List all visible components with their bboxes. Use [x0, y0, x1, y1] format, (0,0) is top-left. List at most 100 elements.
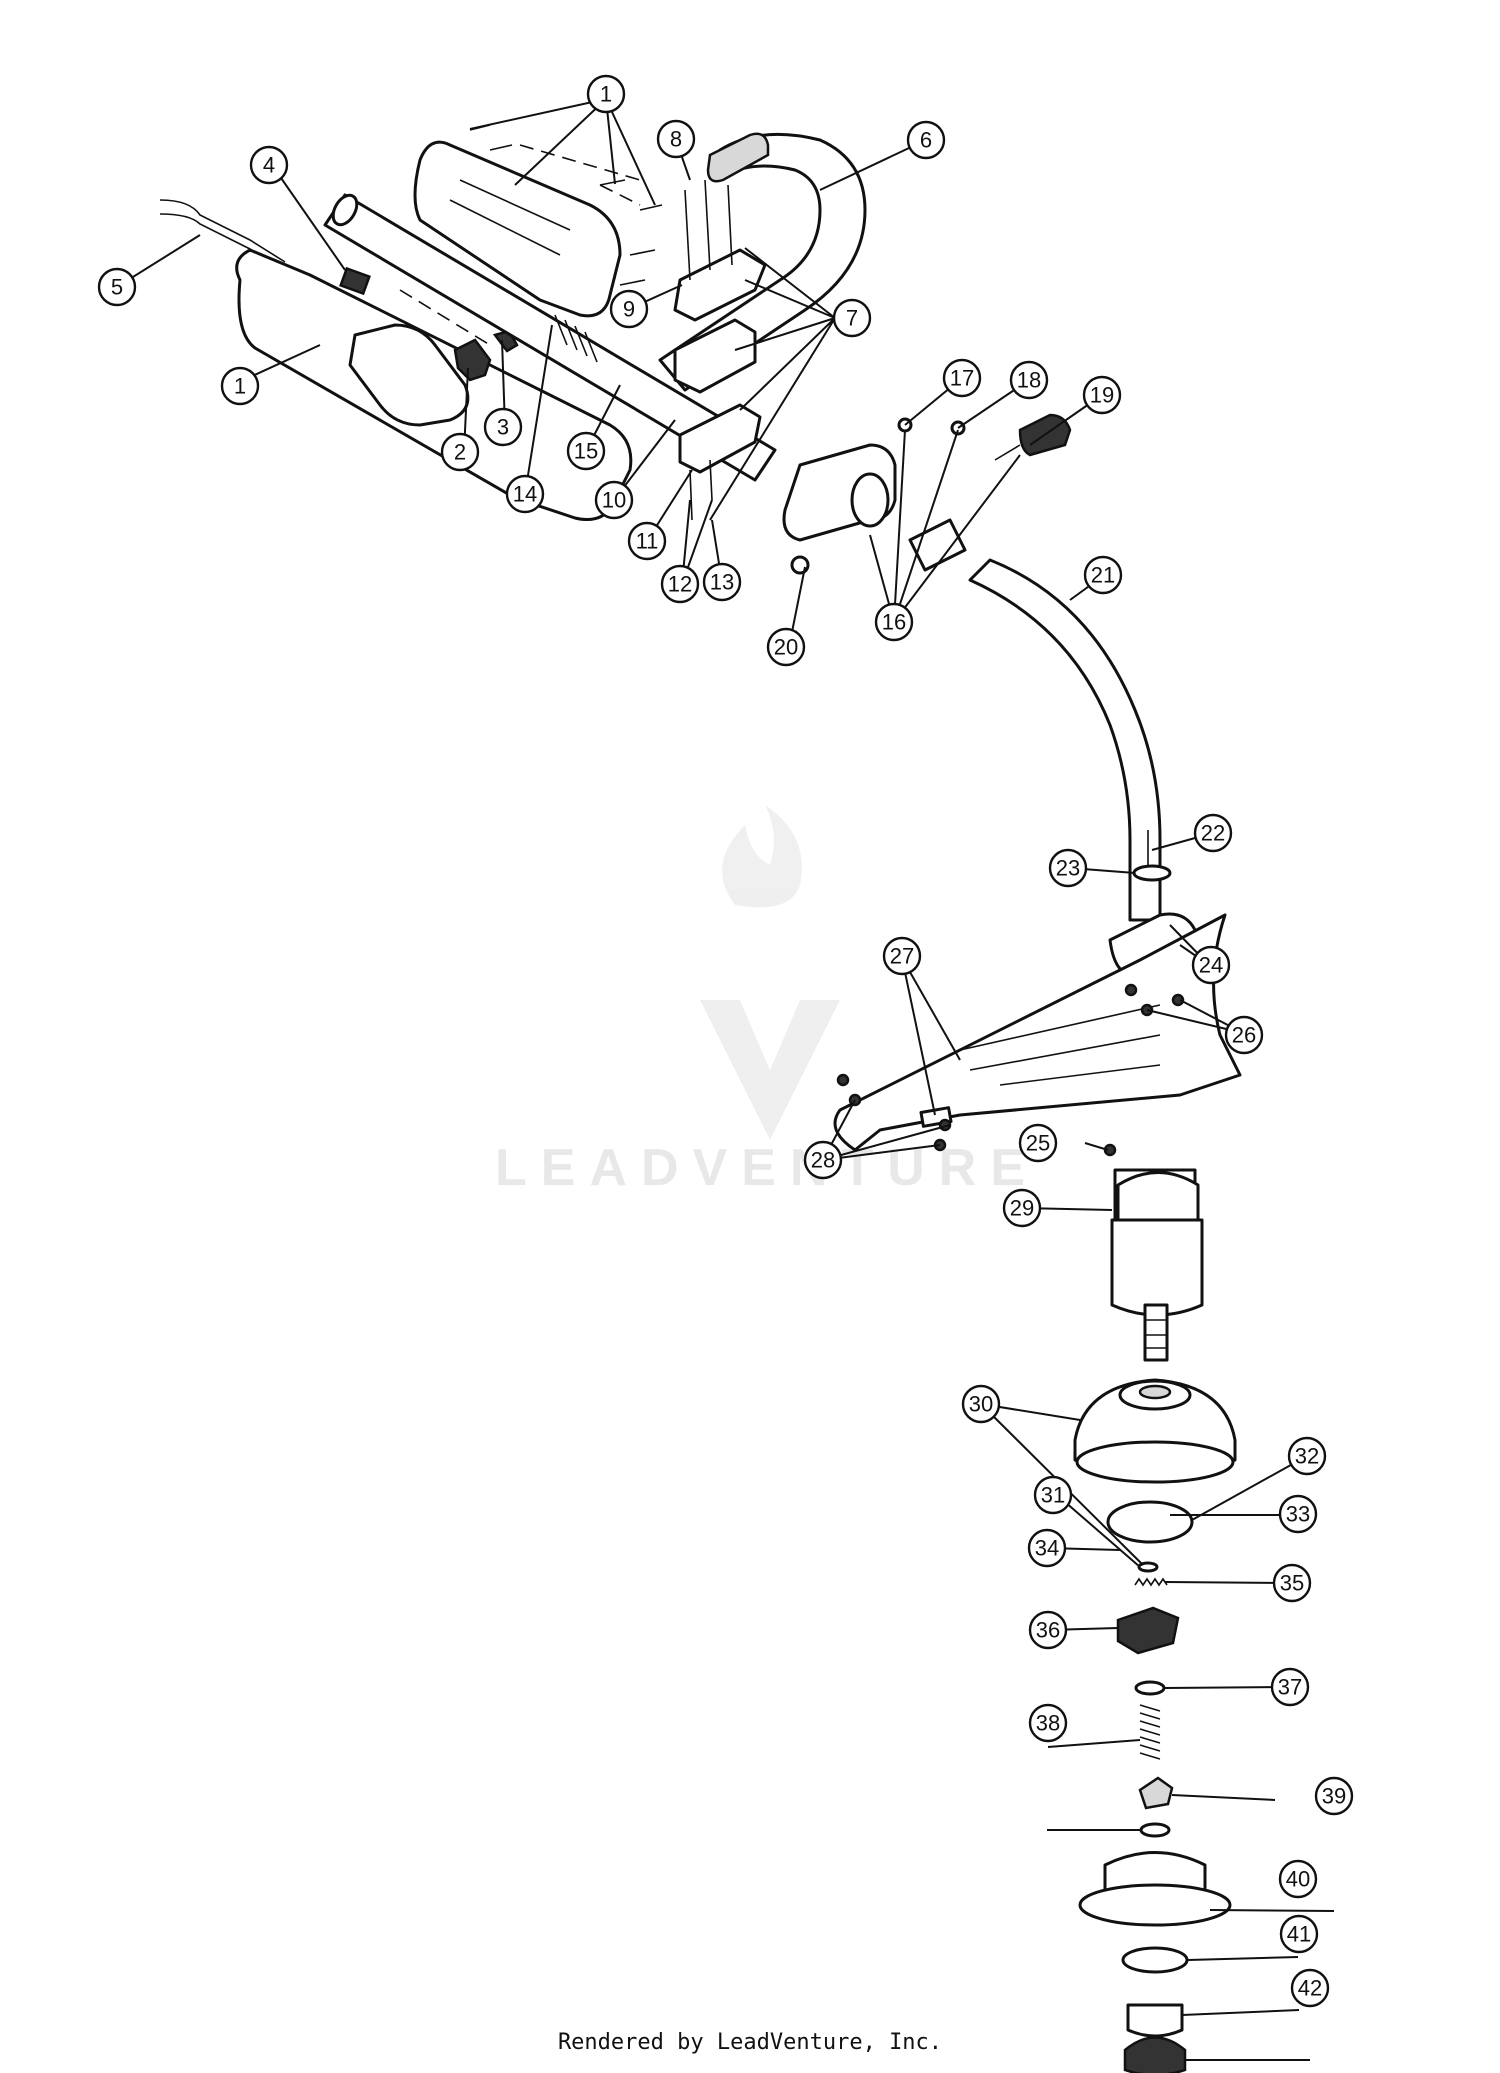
callout-1: 1 — [220, 366, 260, 406]
coupler-nut — [790, 555, 810, 575]
callout-37: 37 — [1270, 1667, 1310, 1707]
callout-9: 9 — [609, 289, 649, 329]
callout-30: 30 — [961, 1384, 1001, 1424]
callout-40: 40 — [1278, 1859, 1318, 1899]
svg-text:39: 39 — [1322, 1784, 1346, 1809]
housing-half-upper — [413, 140, 622, 318]
coupler-insert — [908, 518, 967, 572]
callout-23: 23 — [1048, 848, 1088, 888]
svg-text:17: 17 — [950, 366, 974, 391]
svg-text:15: 15 — [574, 439, 598, 464]
eyelet — [1138, 1776, 1174, 1810]
svg-text:19: 19 — [1090, 383, 1114, 408]
callout-35: 35 — [1272, 1563, 1312, 1603]
trimmer-head — [1073, 1378, 1237, 2073]
handle-clamp-lower — [673, 318, 757, 394]
svg-text:41: 41 — [1287, 1922, 1311, 1947]
callout-4: 4 — [249, 145, 289, 185]
handle-assembly — [658, 132, 867, 521]
svg-text:27: 27 — [890, 944, 914, 969]
watermark: LEADVENTURE — [495, 805, 1039, 1197]
shaft-coupler — [782, 413, 1072, 575]
handle-clamp-upper — [673, 248, 767, 322]
svg-text:25: 25 — [1026, 1131, 1050, 1156]
callout-28: 28 — [803, 1140, 843, 1180]
svg-text:1: 1 — [234, 374, 246, 399]
callout-25: 25 — [1018, 1123, 1058, 1163]
svg-text:4: 4 — [263, 153, 275, 178]
svg-text:34: 34 — [1035, 1536, 1059, 1561]
svg-text:2: 2 — [454, 440, 466, 465]
callout-39: 39 — [1314, 1776, 1354, 1816]
svg-text:42: 42 — [1298, 1976, 1322, 2001]
o-ring-large — [1106, 1500, 1194, 1544]
gear-head-body — [1110, 1218, 1204, 1317]
watermark-text: LEADVENTURE — [495, 1139, 1039, 1197]
svg-text:20: 20 — [774, 635, 798, 660]
callout-34: 34 — [1027, 1528, 1067, 1568]
spring-small — [1134, 1577, 1168, 1587]
handle-grip-end — [706, 132, 770, 183]
callout-38: 38 — [1028, 1703, 1068, 1743]
callouts: 1 1 2 3 4 5 6 7 8 9 10 11 12 13 14 15 16… — [97, 74, 1354, 2008]
callout-13: 13 — [702, 562, 742, 602]
spring-large — [1139, 1704, 1161, 1760]
callout-11: 11 — [627, 521, 667, 561]
svg-text:24: 24 — [1199, 953, 1223, 978]
callout-8: 8 — [656, 119, 696, 159]
throttle-cable — [159, 199, 286, 263]
callout-26: 26 — [1224, 1015, 1264, 1055]
on-off-switch — [339, 266, 371, 296]
callout-2: 2 — [440, 432, 480, 472]
callout-19: 19 — [1082, 375, 1122, 415]
callout-3: 3 — [483, 407, 523, 447]
o-ring-small — [1139, 1822, 1171, 1838]
svg-text:40: 40 — [1286, 1867, 1310, 1892]
svg-text:31: 31 — [1041, 1483, 1065, 1508]
callout-18: 18 — [1009, 360, 1049, 400]
svg-text:36: 36 — [1036, 1618, 1060, 1643]
svg-text:26: 26 — [1232, 1023, 1256, 1048]
trigger — [453, 338, 492, 382]
svg-text:35: 35 — [1280, 1571, 1304, 1596]
callout-16: 16 — [874, 602, 914, 642]
loop-handle — [658, 132, 867, 392]
spring-collar — [1121, 1946, 1189, 1974]
svg-text:29: 29 — [1010, 1196, 1034, 1221]
callout-leaders — [116, 98, 1335, 2061]
retaining-ring — [1134, 1680, 1166, 1696]
callout-32: 32 — [1287, 1436, 1327, 1476]
svg-text:14: 14 — [513, 482, 537, 507]
svg-text:1: 1 — [600, 82, 612, 107]
svg-text:23: 23 — [1056, 856, 1080, 881]
svg-text:10: 10 — [602, 488, 626, 513]
handle-clamp-base — [678, 403, 762, 474]
svg-text:9: 9 — [623, 297, 635, 322]
shaft-washer — [1132, 864, 1172, 882]
bump-knob-base — [1126, 2003, 1184, 2038]
callout-5: 5 — [97, 267, 137, 307]
callout-24: 24 — [1191, 945, 1231, 985]
svg-text:18: 18 — [1017, 368, 1041, 393]
svg-text:28: 28 — [811, 1148, 835, 1173]
drive-shaft-end — [1143, 1303, 1169, 1362]
callout-33: 33 — [1278, 1494, 1318, 1534]
svg-text:13: 13 — [710, 570, 734, 595]
svg-text:11: 11 — [636, 529, 659, 554]
callout-14: 14 — [505, 474, 545, 514]
callout-12: 12 — [660, 564, 700, 604]
callout-29: 29 — [1002, 1188, 1042, 1228]
callout-20: 20 — [766, 627, 806, 667]
bump-plate — [1116, 1606, 1180, 1655]
render-credit: Rendered by LeadVenture, Inc. — [557, 2030, 943, 2055]
svg-text:3: 3 — [497, 415, 509, 440]
gear-head — [1103, 1143, 1204, 1362]
svg-text:21: 21 — [1091, 563, 1115, 588]
svg-text:30: 30 — [969, 1392, 993, 1417]
svg-text:6: 6 — [920, 128, 932, 153]
callout-15: 15 — [566, 431, 606, 471]
svg-text:22: 22 — [1201, 821, 1225, 846]
callout-31: 31 — [1033, 1475, 1073, 1515]
svg-text:37: 37 — [1278, 1675, 1302, 1700]
